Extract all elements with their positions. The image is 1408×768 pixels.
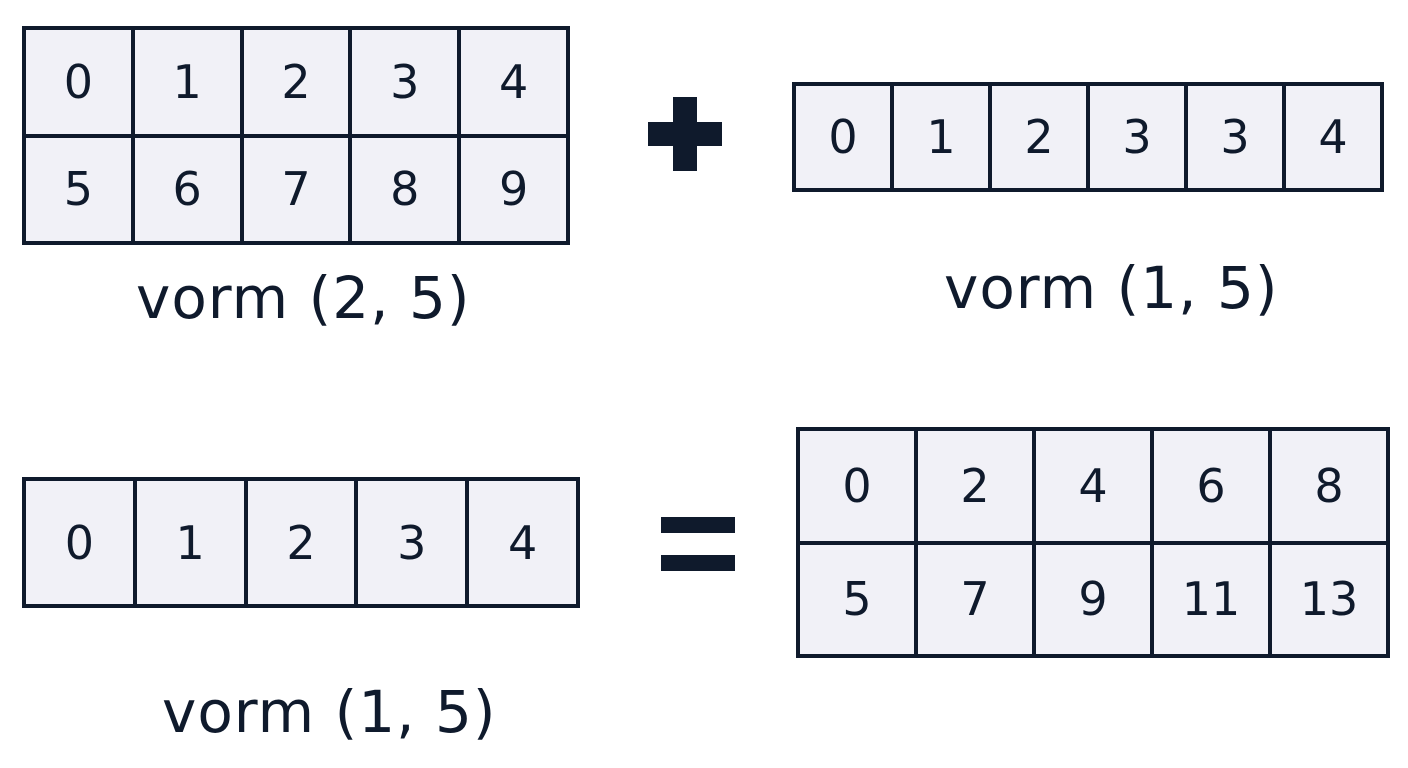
result-matrix-cell: 6 (1154, 431, 1268, 541)
plus-icon-vertical-bar (673, 97, 697, 171)
vector-c-cell: 0 (26, 481, 133, 604)
result-matrix-cell: 4 (1036, 431, 1150, 541)
result-matrix-cell: 0 (800, 431, 914, 541)
vector-b-cell: 2 (992, 86, 1086, 188)
result-matrix-cell: 5 (800, 544, 914, 654)
vector-c-shape-label: vorm (1, 5) (162, 678, 497, 746)
matrix-a-cell: 0 (26, 30, 131, 134)
vector-c-cell: 2 (247, 481, 355, 604)
matrix-a-cell: 7 (243, 137, 349, 241)
matrix-a-cell: 8 (352, 137, 458, 241)
result-matrix-cell: 13 (1272, 544, 1386, 654)
equals-icon-top-bar (661, 517, 735, 533)
matrix-a-cell: 5 (26, 137, 131, 241)
matrix-a-cell: 4 (461, 30, 566, 134)
matrix-a-cell: 2 (243, 30, 349, 134)
result-matrix-cell: 11 (1154, 544, 1268, 654)
result-matrix-cell: 8 (1272, 431, 1386, 541)
matrix-a-cell: 6 (134, 137, 240, 241)
matrix-a-cell: 3 (352, 30, 458, 134)
result-matrix-cell: 9 (1036, 544, 1150, 654)
vector-c-cell: 4 (469, 481, 576, 604)
vector-c-cell: 3 (358, 481, 466, 604)
vector-b-cell: 1 (894, 86, 988, 188)
matrix-a-cell: 9 (461, 137, 566, 241)
vector-b-grid: 0 1 2 3 3 4 (792, 82, 1384, 192)
result-matrix-grid: 0 2 4 6 8 5 7 9 11 13 (796, 427, 1390, 658)
matrix-a-shape-label: vorm (2, 5) (136, 264, 471, 332)
matrix-a-grid: 0 1 2 3 4 5 6 7 8 9 (22, 26, 570, 245)
result-matrix-cell: 2 (918, 431, 1032, 541)
vector-c-grid: 0 1 2 3 4 (22, 477, 580, 608)
vector-b-cell: 0 (796, 86, 890, 188)
result-matrix-cell: 7 (918, 544, 1032, 654)
vector-b-cell: 3 (1188, 86, 1282, 188)
vector-b-shape-label: vorm (1, 5) (944, 254, 1279, 322)
vector-b-cell: 3 (1090, 86, 1184, 188)
vector-b-cell: 4 (1286, 86, 1380, 188)
equals-icon-bottom-bar (661, 555, 735, 571)
vector-c-cell: 1 (136, 481, 244, 604)
matrix-a-cell: 1 (134, 30, 240, 134)
